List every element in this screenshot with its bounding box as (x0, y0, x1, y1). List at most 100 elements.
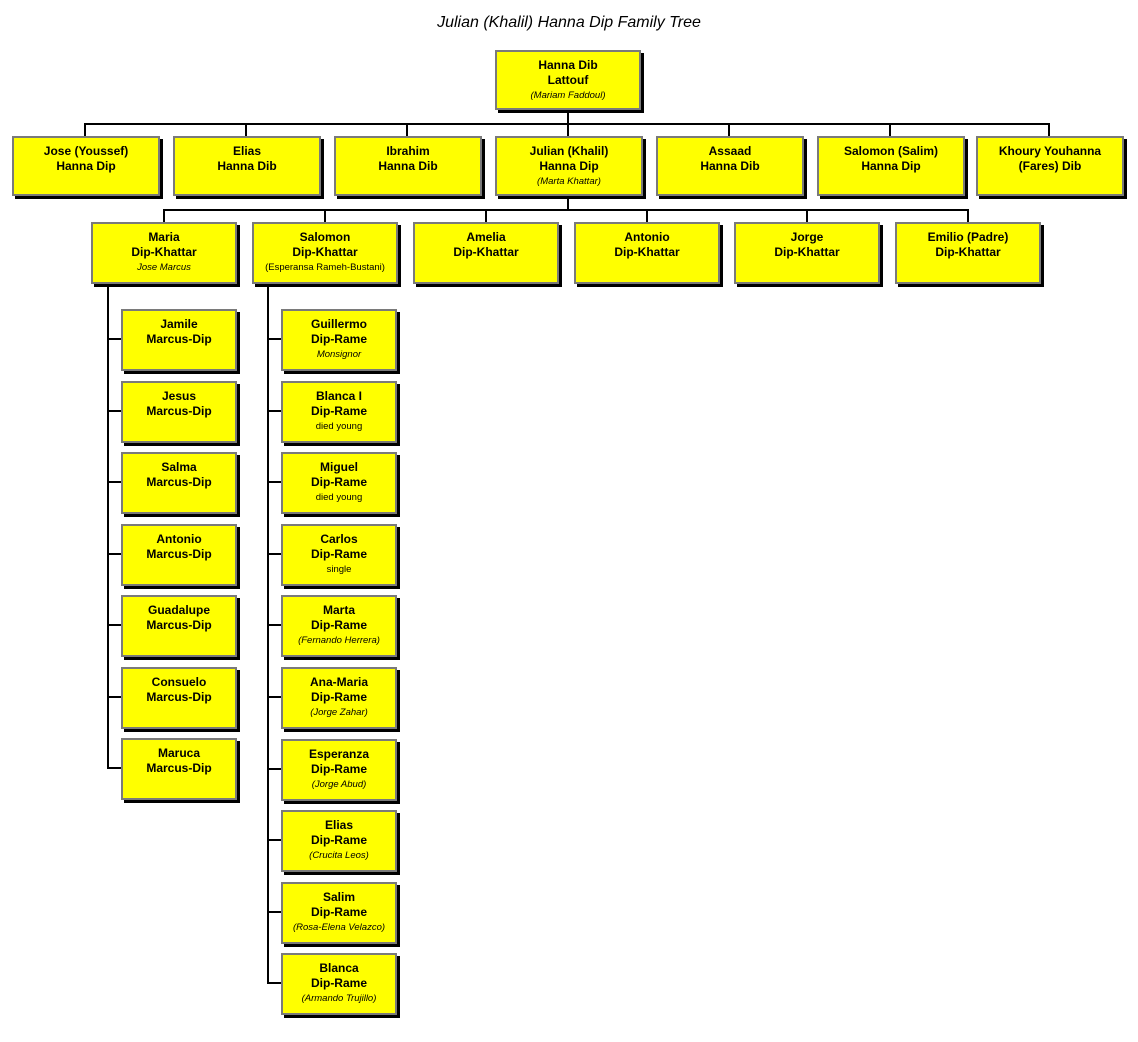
connector-julian-down (567, 196, 569, 210)
person-name-line2: Marcus-Dip (146, 332, 212, 346)
person-name-line2: Hanna Dib (700, 159, 760, 173)
person-node-gen1: Salomon (Salim)Hanna Dip (817, 136, 965, 196)
connector-gen2-drop (163, 209, 165, 223)
person-note: single (326, 563, 352, 575)
person-note: Jose Marcus (137, 262, 191, 273)
person-node-gen2: Emilio (Padre)Dip-Khattar (895, 222, 1041, 284)
person-name-line2: Dip-Rame (310, 618, 367, 633)
person-name-line2: Marcus-Dip (146, 546, 212, 561)
person-note: (Marta Khattar) (537, 176, 601, 187)
person-name-line2: Hanna Dib (217, 159, 277, 173)
person-name-line2: Dip-Khattar (935, 245, 1001, 259)
person-node-gen1: Julian (Khalil)Hanna Dip (Marta Khattar) (495, 136, 643, 196)
connector-gen2-drop (485, 209, 487, 223)
person-name-line1: Jamile (160, 317, 198, 331)
person-note: (Rosa-Elena Velazco) (292, 921, 386, 933)
person-note: died young (315, 492, 363, 504)
person-note: (Armando Trujillo) (301, 993, 377, 1005)
person-name-line1: Antonio (624, 230, 670, 244)
person-name-line2: Dip-Khattar (292, 245, 358, 259)
connector-gen1-drop (728, 123, 730, 137)
connector-salomon-child (267, 696, 281, 698)
person-note: Monsignor (316, 349, 362, 360)
person-name-line1: Guadalupe (147, 603, 210, 617)
connector-salomon-child (267, 767, 281, 770)
connector-gen2-drop (967, 209, 969, 223)
person-name-line2: Marcus-Dip (146, 403, 212, 418)
connector-gen1-drop (1048, 123, 1050, 137)
person-name-line2: Marcus-Dip (146, 689, 212, 704)
person-note: (Mariam Faddoul) (530, 90, 606, 101)
person-name-line2: Hanna Dib (378, 159, 438, 173)
person-name-line1: Salim (322, 889, 355, 904)
connector-salomon-child (267, 624, 281, 627)
person-name-line1: Marta (322, 603, 355, 618)
person-node-gen1: Jose (Youssef)Hanna Dip (12, 136, 160, 196)
connector-gen1-drop (567, 123, 569, 137)
person-name-line2: Marcus-Dip (146, 618, 212, 632)
person-name-line2: Dip-Khattar (453, 245, 519, 259)
person-name-line1: Consuelo (151, 674, 207, 689)
person-name-line2: Dip-Khattar (131, 245, 197, 259)
connector-salomon-child (267, 338, 281, 340)
person-name-line1: Khoury Youhanna (998, 144, 1102, 158)
connector-maria-spine (107, 284, 109, 768)
connector-maria-child (107, 481, 121, 483)
person-note: (Jorge Abud) (311, 778, 367, 790)
person-name-line2: Marcus-Dip (146, 475, 212, 489)
person-name-line1: Ibrahim (386, 144, 430, 158)
person-note: (Jorge Zahar) (310, 707, 368, 718)
person-name-line2: Hanna Dip (539, 159, 599, 173)
person-name-line1: Julian (Khalil) (529, 144, 609, 158)
connector-gen1-drop (84, 123, 86, 137)
person-name-line1: Miguel (320, 460, 358, 475)
person-name-line1: Esperanza (308, 746, 370, 761)
connector-maria-child (107, 624, 121, 626)
connector-salomon-child (267, 481, 281, 484)
person-name-line1: Blanca (319, 961, 359, 976)
connector-gen2-drop (646, 209, 648, 223)
connector-gen2-drop (324, 209, 326, 223)
person-name-line1: Emilio (Padre) (927, 230, 1009, 244)
person-name-line2: Hanna Dip (861, 159, 921, 173)
person-name-line1: Hanna Dib (538, 58, 598, 72)
connector-salomon-child (267, 552, 281, 555)
person-name-line1: Maria (148, 230, 180, 244)
person-name-line2: Dip-Rame (310, 976, 367, 991)
person-note: died young (315, 420, 363, 432)
person-name-line2: Dip-Khattar (614, 245, 680, 259)
connector-maria-child (107, 695, 121, 698)
connector-gen2-bar (163, 209, 967, 211)
person-name-line1: Antonio (156, 531, 202, 546)
person-name-line1: Elias (232, 144, 262, 158)
person-name-line2: Hanna Dip (56, 159, 116, 173)
connector-gen1-drop (245, 123, 247, 137)
person-name-line2: Dip-Rame (310, 475, 367, 490)
person-name-line2: Dip-Khattar (774, 245, 840, 259)
connector-gen1-drop (889, 123, 891, 137)
person-name-line1: Maruca (157, 746, 201, 760)
person-note: (Crucita Leos) (309, 850, 369, 862)
person-name-line1: Assaad (708, 144, 752, 158)
connector-salomon-child (267, 982, 281, 985)
connector-maria-child (107, 767, 121, 769)
person-name-line2: Dip-Rame (310, 690, 367, 704)
connector-root-down (567, 110, 569, 124)
